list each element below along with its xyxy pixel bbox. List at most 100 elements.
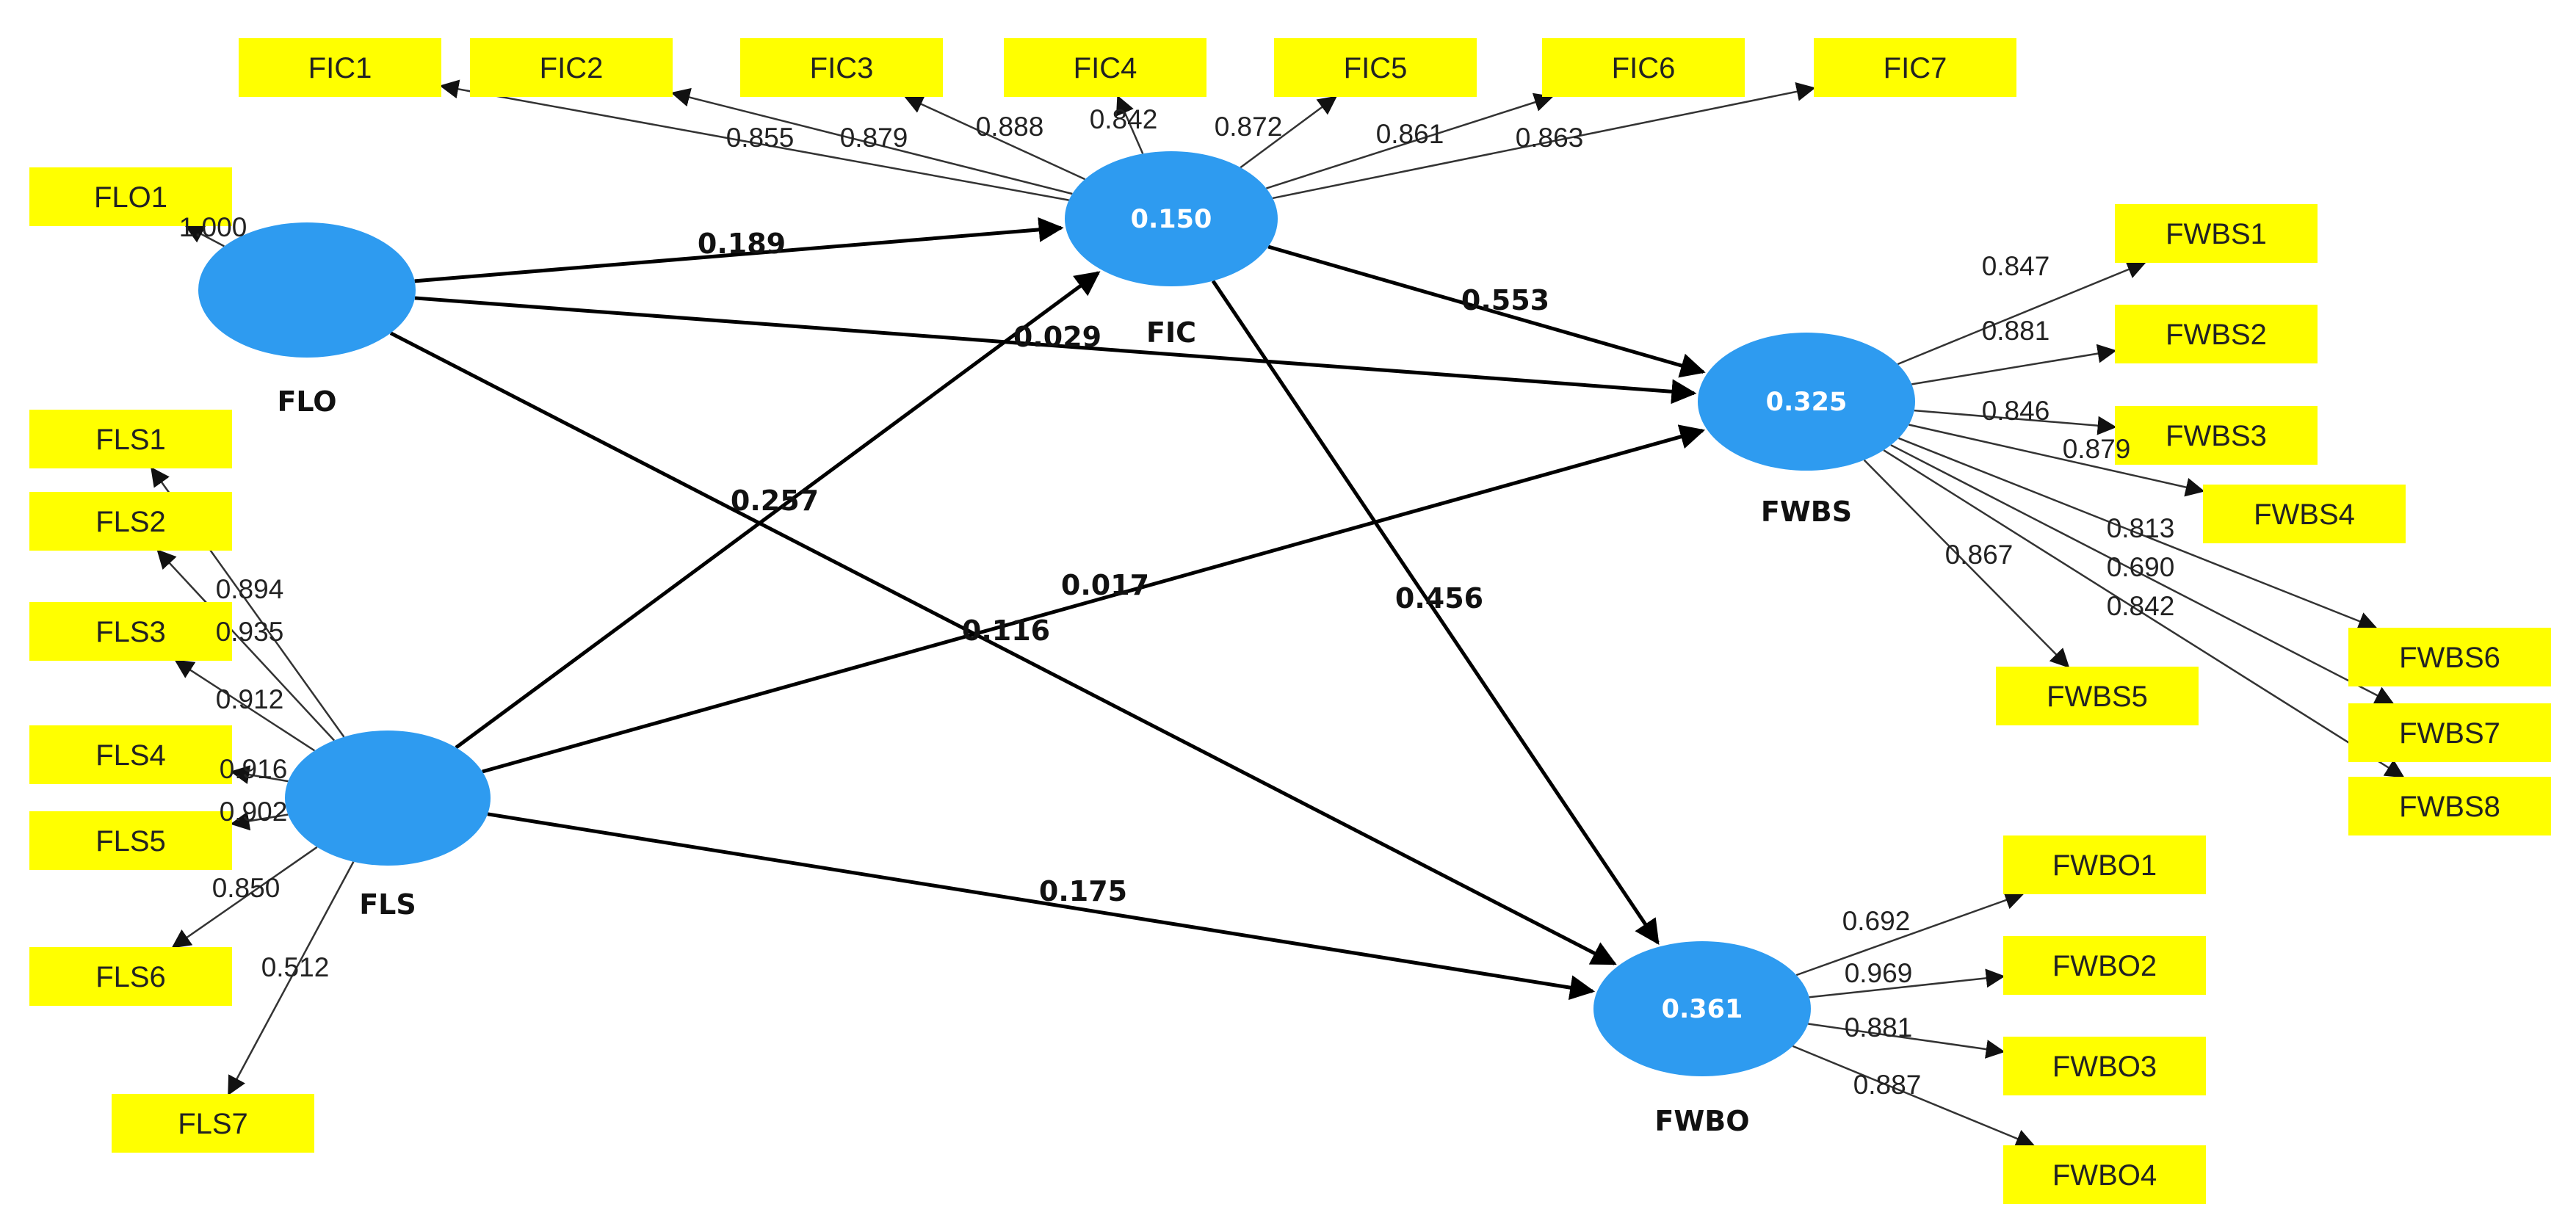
indicator-fwbo4: FWBO4: [2003, 1145, 2206, 1204]
indicator-label: FIC6: [1612, 52, 1676, 84]
path-coef-fic-fwbs: 0.553: [1461, 284, 1549, 316]
indicator-box: [2003, 1037, 2206, 1095]
latent-r-squared: 0.361: [1662, 995, 1743, 1024]
loading-value-fls3: 0.912: [216, 684, 284, 714]
indicator-fls6: FLS6: [29, 947, 232, 1006]
loading-line-fwbs4: [1909, 424, 2205, 497]
loading-line-fwbo3: [1808, 1023, 2005, 1059]
indicator-fwbs4: FWBS4: [2203, 485, 2406, 543]
latent-r-squared: 0.325: [1766, 388, 1848, 417]
latent-name: FLO: [277, 385, 336, 418]
indicator-fwbo3: FWBO3: [2003, 1037, 2206, 1095]
loading-line-fwbs8: [1883, 449, 2405, 778]
indicator-fwbs3: FWBS3: [2115, 406, 2318, 465]
loading-value-fls4: 0.916: [220, 754, 288, 784]
indicator-box: [2003, 835, 2206, 894]
indicator-box: [2003, 936, 2206, 995]
indicator-fls5: FLS5: [29, 811, 232, 870]
indicator-box: [2348, 777, 2551, 835]
indicator-label: FLS5: [95, 825, 166, 858]
latent-ellipse: [1698, 333, 1915, 471]
loading-line-fwbs5: [1863, 459, 2070, 668]
indicator-fic3: FIC3: [740, 38, 943, 97]
indicator-label: FIC5: [1344, 52, 1408, 84]
indicator-box: [29, 811, 232, 870]
latent-name: FWBO: [1654, 1105, 1749, 1137]
indicator-label: FLS6: [95, 961, 166, 993]
loading-value-fls1: 0.894: [216, 574, 284, 604]
path-flo-fwbo: [389, 331, 1617, 965]
indicator-fls7: FLS7: [112, 1094, 314, 1153]
indicator-box: [1814, 38, 2016, 97]
loading-line-fwbo4: [1792, 1045, 2036, 1148]
path-coef-fls-fwbs: 0.017: [1061, 569, 1149, 601]
indicator-box: [29, 725, 232, 784]
indicator-box: [470, 38, 673, 97]
indicator-label: FIC3: [810, 52, 874, 84]
indicator-fic2: FIC2: [470, 38, 673, 97]
indicator-label: FWBO1: [2052, 849, 2157, 882]
indicator-label: FLS7: [178, 1108, 248, 1140]
loading-value-fic1: 0.855: [726, 123, 795, 153]
indicator-box: [29, 410, 232, 468]
loading-value-fwbs7: 0.690: [2107, 552, 2175, 582]
indicator-label: FIC2: [540, 52, 604, 84]
loading-line-fic3: [903, 95, 1086, 181]
loading-value-fic6: 0.861: [1376, 119, 1444, 149]
indicator-label: FWBS4: [2254, 499, 2355, 531]
loading-value-fwbo4: 0.887: [1853, 1070, 1922, 1100]
indicator-fic4: FIC4: [1004, 38, 1206, 97]
indicator-box: [29, 167, 232, 226]
loading-value-fwbs2: 0.881: [1982, 316, 2050, 346]
loading-value-fic2: 0.879: [840, 123, 908, 153]
indicator-fls2: FLS2: [29, 492, 232, 551]
path-fic-fwbs: [1267, 244, 1706, 378]
loading-value-fwbs3: 0.846: [1982, 396, 2050, 426]
indicator-label: FWBS6: [2399, 642, 2500, 674]
path-coef-flo-fwbo: 0.116: [962, 615, 1050, 647]
loading-line-fls3: [174, 659, 316, 752]
indicator-label: FWBS2: [2166, 319, 2267, 351]
indicator-box: [1274, 38, 1477, 97]
indicator-fic6: FIC6: [1542, 38, 1745, 97]
indicator-label: FIC4: [1074, 52, 1137, 84]
loading-line-fls6: [171, 846, 318, 949]
loading-line-fic2: [670, 87, 1073, 195]
loading-value-fic5: 0.872: [1215, 112, 1283, 142]
indicator-box: [2115, 305, 2318, 363]
loading-line-fls7: [228, 861, 355, 1096]
loading-value-fic4: 0.842: [1090, 104, 1158, 134]
indicator-box: [2115, 204, 2318, 263]
latent-fls: FLS: [285, 731, 491, 921]
loading-lines: [151, 79, 2405, 1148]
loading-value-fls2: 0.935: [216, 617, 284, 647]
indicator-fwbs2: FWBS2: [2115, 305, 2318, 363]
indicator-label: FLS3: [95, 616, 166, 648]
loading-value-fls7: 0.512: [261, 952, 330, 982]
indicator-label: FLS4: [95, 739, 166, 772]
path-fls-fwbo: [487, 812, 1596, 1001]
loading-line-fwbs6: [1898, 437, 2378, 631]
path-lines: [389, 217, 1706, 1001]
loading-value-fwbs1: 0.847: [1982, 251, 2050, 281]
loading-line-flo1: [184, 225, 225, 247]
indicator-fwbs8: FWBS8: [2348, 777, 2551, 835]
latent-r-squared: 0.150: [1131, 205, 1212, 234]
path-flo-fwbs: [414, 296, 1697, 405]
indicator-box: [2115, 406, 2318, 465]
indicator-box: [2203, 485, 2406, 543]
loading-value-fwbo1: 0.692: [1842, 906, 1911, 936]
indicator-flo1: FLO1: [29, 167, 232, 226]
indicator-box: [239, 38, 441, 97]
indicator-label: FWBS7: [2399, 717, 2500, 750]
indicator-label: FLS1: [95, 424, 166, 456]
loading-line-fwbs7: [1890, 444, 2395, 705]
loading-value-fwbs8: 0.842: [2107, 591, 2175, 621]
